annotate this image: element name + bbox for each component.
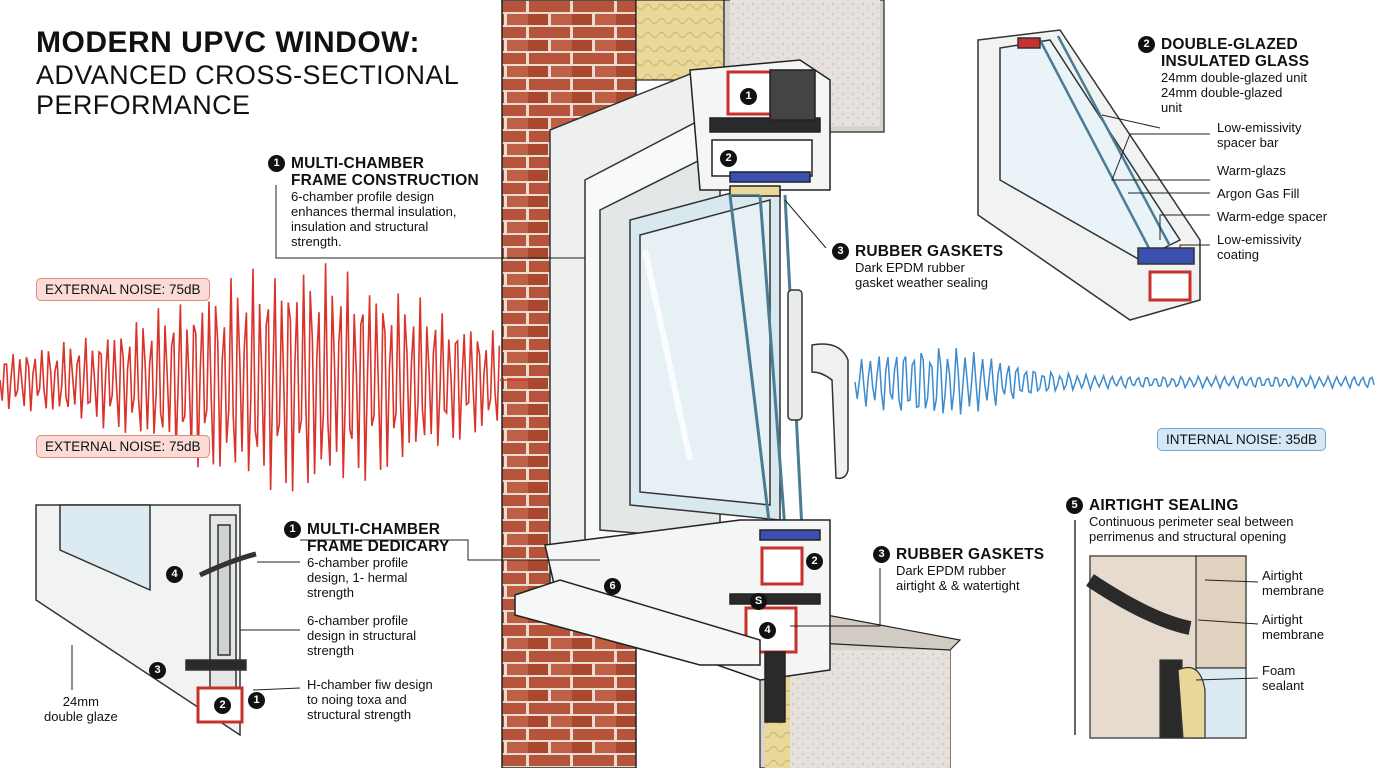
- callout-rubber-gaskets-top: 3 RUBBER GASKETS Dark EPDM rubber gasket…: [832, 243, 1003, 290]
- callout-title: RUBBER GASKETS: [855, 243, 1004, 260]
- glass-label-line: Warm-glazs: [1217, 163, 1286, 178]
- page-subtitle-line2: PERFORMANCE: [36, 90, 251, 120]
- callout-rubber-gaskets-bottom: 3 RUBBER GASKETS Dark EPDM rubber airtig…: [873, 546, 1044, 593]
- callout-title: INSULATED GLASS: [1161, 53, 1310, 70]
- glass-label-line: Warm-edge spacer: [1217, 209, 1328, 224]
- glass-label: Argon Gas Fill: [1217, 186, 1299, 201]
- section-badge: 2: [806, 553, 823, 570]
- callout-text: Dark EPDM rubber: [855, 260, 965, 275]
- internal-noise-badge: INTERNAL NOISE: 35dB: [1157, 428, 1327, 451]
- external-noise-badge: EXTERNAL NOISE: 75dB: [36, 278, 210, 301]
- glass-label-line: Low-emissivity: [1217, 232, 1302, 247]
- section-badge: 1: [740, 88, 757, 105]
- seal-detail: [1074, 520, 1247, 739]
- callout-badge: 1: [284, 521, 301, 538]
- noise-wave-path: [0, 263, 501, 492]
- seal-label-line: membrane: [1262, 583, 1325, 598]
- window-frame: [549, 68, 781, 621]
- callout-badge: 3: [873, 546, 890, 563]
- seal-label: Airtight membrane: [1262, 568, 1324, 598]
- callout-text: strength: [307, 643, 354, 658]
- callout-text: perrimenus and structural opening: [1089, 529, 1287, 544]
- glass-label: Low-emissivity spacer bar: [1217, 120, 1302, 150]
- seal-label: Foam sealant: [1262, 663, 1304, 693]
- noise-wave-path: [854, 347, 1375, 415]
- double-glaze-label-line: 24mm: [62, 694, 99, 709]
- callout-airtight-sealing: 5 AIRTIGHT SEALING Continuous perimeter …: [1066, 497, 1294, 544]
- callout-text: design in structural: [307, 628, 417, 643]
- internal-noise-wave: [854, 347, 1375, 415]
- callout-text: H-chamber fiw design: [307, 677, 433, 692]
- section-badge: 6: [604, 578, 621, 595]
- glass-label-line: spacer bar: [1217, 135, 1279, 150]
- callout-text: Dark EPDM rubber: [896, 563, 1006, 578]
- callout-text: 24mm double-glazed: [1161, 85, 1283, 100]
- callout-title: FRAME DEDICARY: [307, 538, 450, 555]
- callout-frame-construction: 1 MULTI-CHAMBER FRAME CONSTRUCTION 6-cha…: [268, 155, 479, 249]
- glass-label-line: coating: [1217, 247, 1259, 262]
- callout-title: MULTI-CHAMBER: [307, 521, 441, 538]
- callout-text: 24mm double-glazed unit: [1161, 70, 1307, 85]
- glass-unit-detail: [977, 29, 1201, 321]
- section-badge: 2: [720, 150, 737, 167]
- window-handle: [787, 289, 849, 480]
- page-title: MODERN UPVC WINDOW:: [36, 26, 420, 59]
- double-glaze-label: 24mm double glaze: [44, 694, 118, 724]
- callout-text: 6-chamber profile: [307, 555, 409, 570]
- callout-text: strength.: [291, 234, 342, 249]
- section-badge: 1: [248, 692, 265, 709]
- callout-text: 6-chamber profile: [307, 613, 409, 628]
- section-badge: S: [750, 593, 767, 610]
- callout-h-chamber: H-chamber fiw design to noing toxa and s…: [307, 677, 433, 722]
- callout-text: design, 1- hermal: [307, 570, 408, 585]
- double-glaze-label-line: double glaze: [44, 709, 118, 724]
- seal-label-line: sealant: [1262, 678, 1304, 693]
- leader-lines: [71, 114, 1259, 691]
- callout-text: gasket weather sealing: [855, 275, 988, 290]
- callout-text: Continuous perimeter seal between: [1089, 514, 1294, 529]
- external-noise-badge: EXTERNAL NOISE: 75dB: [36, 435, 210, 458]
- callout-title: FRAME CONSTRUCTION: [291, 172, 479, 189]
- corner-detail: [35, 504, 257, 737]
- callout-double-glazed: 2 DOUBLE-GLAZED INSULATED GLASS 24mm dou…: [1138, 36, 1309, 115]
- callout-text: to noing toxa and: [307, 692, 407, 707]
- callout-text: strength: [307, 585, 354, 600]
- callout-text: enhances thermal insulation,: [291, 204, 457, 219]
- callout-title: DOUBLE-GLAZED: [1161, 36, 1298, 53]
- callout-text: structural strength: [307, 707, 412, 722]
- callout-text: insulation and structural: [291, 219, 429, 234]
- callout-title: MULTI-CHAMBER: [291, 155, 425, 172]
- callout-profile-structural: 6-chamber profile design in structural s…: [307, 613, 416, 658]
- callout-frame-lower: 1 MULTI-CHAMBER FRAME DEDICARY 6-chamber…: [284, 521, 450, 600]
- glass-label-line: Argon Gas Fill: [1217, 186, 1300, 201]
- seal-label-line: Airtight: [1262, 612, 1303, 627]
- bottom-profile-section: [514, 519, 831, 723]
- glass-label: Warm-edge spacer: [1217, 209, 1327, 224]
- section-badge: 3: [149, 662, 166, 679]
- section-badge: 4: [759, 622, 776, 639]
- page-subtitle-line1: ADVANCED CROSS-SECTIONAL: [36, 60, 460, 90]
- callout-text: 6-chamber profile design: [291, 189, 435, 204]
- callout-badge: 2: [1138, 36, 1155, 53]
- section-badge: 4: [166, 566, 183, 583]
- callout-badge: 1: [268, 155, 285, 172]
- seal-label-line: Airtight: [1262, 568, 1303, 583]
- glass-label: Low-emissivity coating: [1217, 232, 1302, 262]
- seal-label-line: Foam: [1262, 663, 1296, 678]
- seal-label: Airtight membrane: [1262, 612, 1324, 642]
- glass-label: Warm-glazs: [1217, 163, 1286, 178]
- section-badge: 2: [214, 697, 231, 714]
- callout-text: airtight & & watertight: [896, 578, 1020, 593]
- glass-label-line: Low-emissivity: [1217, 120, 1302, 135]
- callout-title: RUBBER GASKETS: [896, 546, 1045, 563]
- seal-label-line: membrane: [1262, 627, 1325, 642]
- callout-title: AIRTIGHT SEALING: [1089, 497, 1239, 514]
- callout-badge: 5: [1066, 497, 1083, 514]
- external-noise-wave: [0, 263, 530, 492]
- callout-text: unit: [1161, 100, 1182, 115]
- callout-badge: 3: [832, 243, 849, 260]
- top-profile-section: [689, 59, 831, 197]
